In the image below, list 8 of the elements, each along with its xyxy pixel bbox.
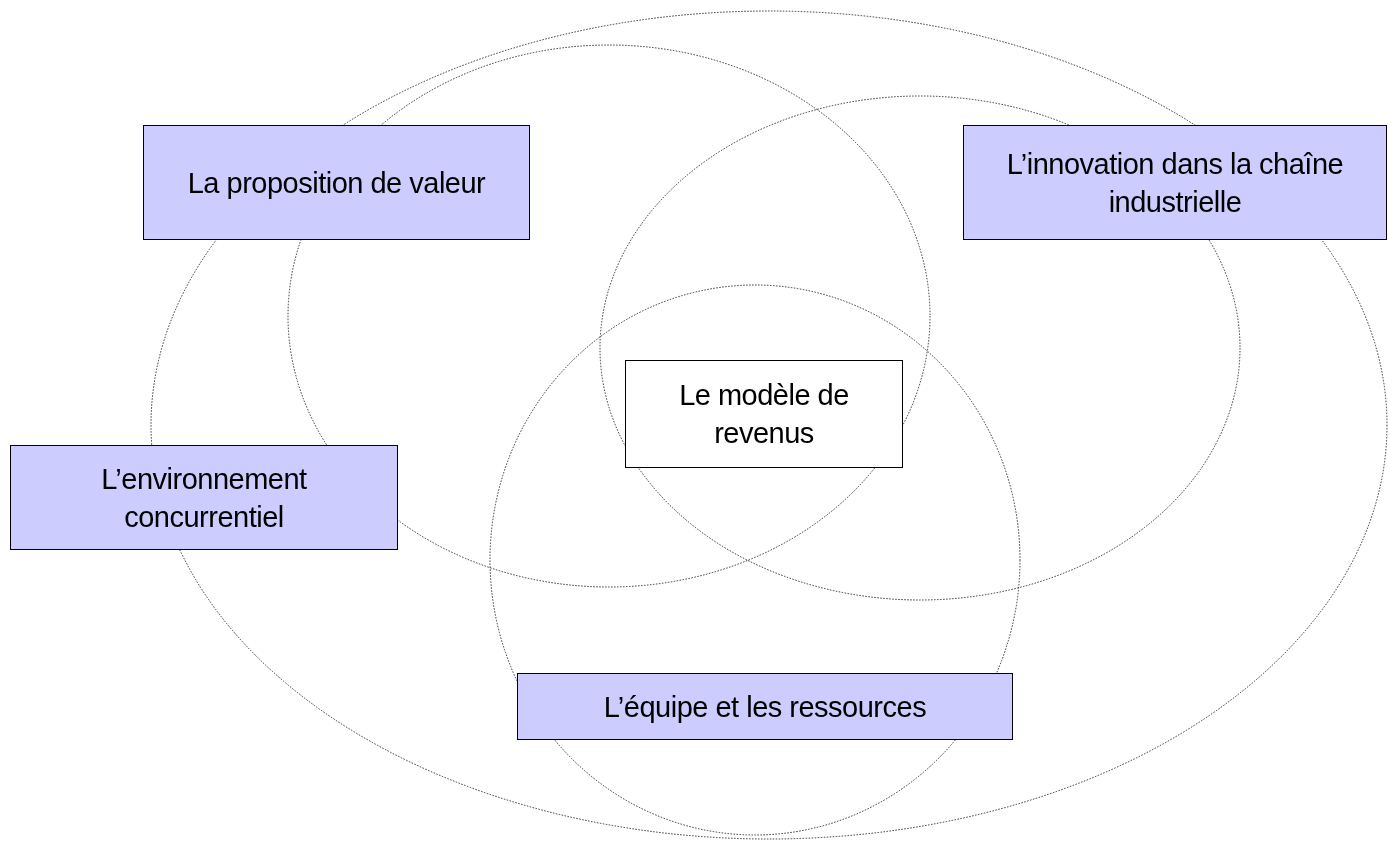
box-label: La proposition de valeur	[187, 166, 486, 199]
box-label: L’équipe et les ressources	[603, 690, 927, 723]
box-label: L’environnement concurrentiel	[101, 462, 307, 533]
label-box	[625, 360, 903, 468]
ellipse-outline	[489, 284, 1021, 836]
box-label: Le modèle de revenus	[679, 379, 849, 449]
label-box	[10, 445, 398, 550]
box-label: L’innovation dans la chaîne industrielle	[1006, 147, 1344, 218]
